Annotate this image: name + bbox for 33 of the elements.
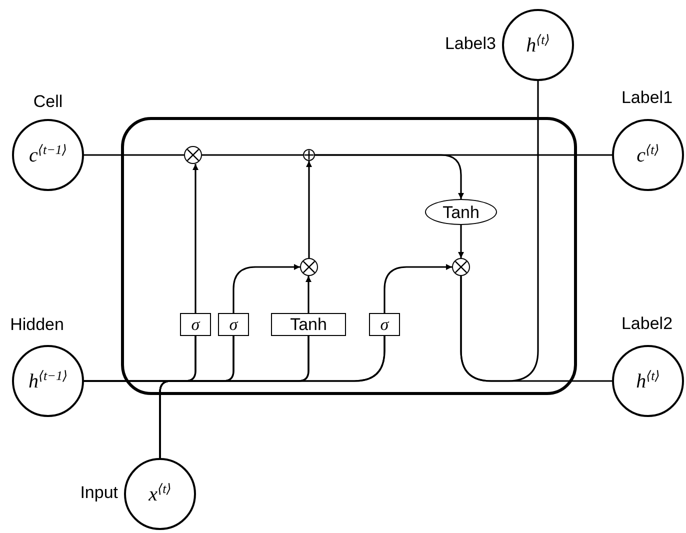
- gate-box: Tanh: [271, 313, 346, 336]
- variable-circle: h$^{⟨t⟩}$: [502, 9, 574, 81]
- tanh-oval: Tanh: [425, 199, 497, 225]
- gate-box: σ: [180, 313, 211, 336]
- variable-circle: h$^{⟨t−1⟩}$: [12, 345, 84, 417]
- variable-circle: c$^{⟨t⟩}$: [612, 119, 684, 191]
- node-caption: Hidden: [9, 315, 65, 335]
- multiplication-circle: [300, 258, 318, 276]
- addition-circle: [303, 149, 315, 161]
- multiplication-circle: [184, 146, 202, 164]
- connector-line: [306, 161, 312, 258]
- connector-line: [384, 264, 452, 313]
- connector-line: [202, 154, 303, 156]
- node-caption: Label1: [620, 88, 674, 108]
- node-caption: Cell: [32, 92, 64, 112]
- variable-circle: c$^{⟨t−1⟩}$: [12, 119, 84, 191]
- gate-box: σ: [218, 313, 249, 336]
- connector-line: [306, 276, 312, 313]
- gate-box: σ: [369, 313, 400, 336]
- node-caption: Label3: [444, 34, 496, 54]
- connector-line: [460, 81, 539, 382]
- variable-circle: x$^{⟨t⟩}$: [124, 458, 196, 530]
- connector-line: [159, 336, 386, 458]
- connector-line: [315, 154, 464, 199]
- lstm-cell-frame: [121, 117, 577, 395]
- multiplication-circle: [452, 258, 470, 276]
- connector-line: [84, 154, 184, 156]
- connector-line: [232, 264, 300, 313]
- node-caption: Label2: [620, 314, 674, 334]
- connector-line: [458, 225, 464, 258]
- node-caption: Input: [79, 483, 118, 503]
- variable-circle: h$^{⟨t⟩}$: [612, 345, 684, 417]
- connector-line: [192, 164, 198, 313]
